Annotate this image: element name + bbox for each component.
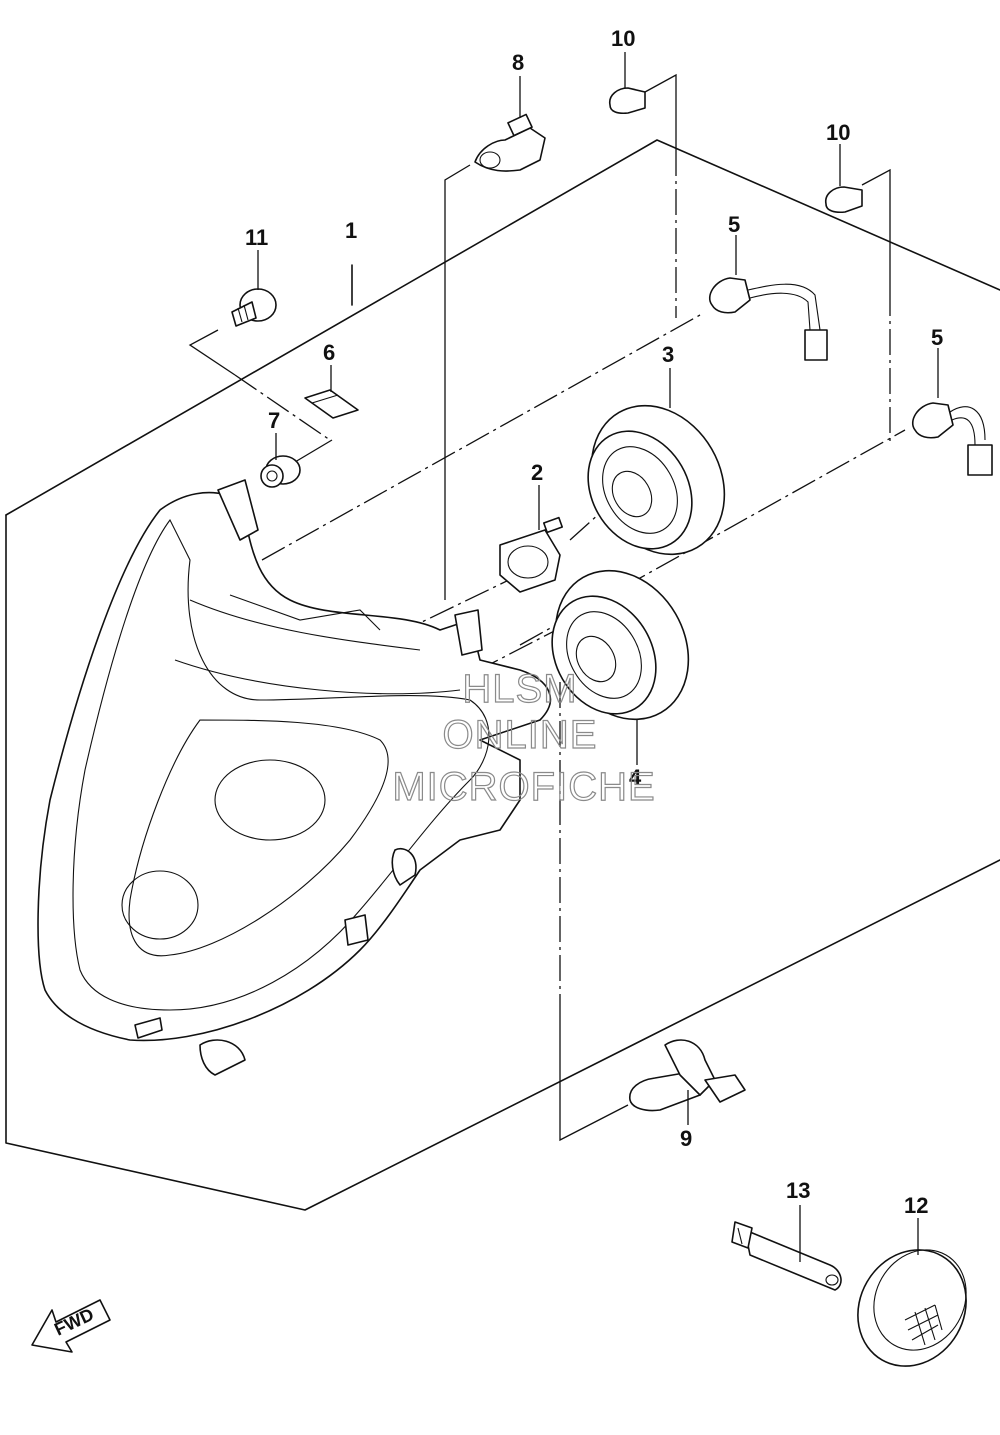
part-10-bulb-top <box>608 52 646 115</box>
callout-10-right: 10 <box>826 120 850 145</box>
watermark: HLSM ONLINE MICROFICHE <box>392 666 656 809</box>
assembly-frame <box>5 139 1000 1211</box>
part-10-bulb-right <box>824 144 863 214</box>
part-8-bulb <box>474 76 546 172</box>
fwd-direction-arrow: FWD <box>31 1299 111 1353</box>
part-5-socket-upper <box>708 235 828 361</box>
callout-13: 13 <box>786 1178 810 1203</box>
callout-3: 3 <box>662 342 674 367</box>
callout-9: 9 <box>680 1126 692 1151</box>
callout-1: 1 <box>345 218 357 243</box>
part-7-grommet <box>260 433 301 488</box>
part-4-cover <box>551 569 690 765</box>
part-11-screw <box>231 250 277 327</box>
callout-4: 4 <box>629 765 642 790</box>
part-2-socket <box>499 485 564 593</box>
callout-labels: 1 2 3 4 5 5 6 7 8 9 10 10 11 12 13 <box>245 26 943 1218</box>
watermark-line-3: MICROFICHE <box>392 765 655 809</box>
watermark-line-2: ONLINE <box>443 713 598 757</box>
callout-5-right: 5 <box>931 325 943 350</box>
callout-5-upper: 5 <box>728 212 740 237</box>
part-5-socket-right <box>911 348 993 476</box>
callout-7: 7 <box>268 408 280 433</box>
callout-12: 12 <box>904 1193 928 1218</box>
part-3-cover <box>587 368 726 556</box>
callout-10-top: 10 <box>611 26 635 51</box>
part-12-cap <box>857 1218 967 1367</box>
part-13-stud <box>731 1205 842 1291</box>
callout-11: 11 <box>245 225 268 250</box>
callout-6: 6 <box>323 340 335 365</box>
callout-8: 8 <box>512 50 524 75</box>
callout-2: 2 <box>531 460 543 485</box>
part-6-tape <box>304 365 359 419</box>
headlamp-housing <box>37 479 552 1076</box>
watermark-line-1: HLSM <box>462 667 577 711</box>
part-9-bulb <box>629 1039 746 1125</box>
